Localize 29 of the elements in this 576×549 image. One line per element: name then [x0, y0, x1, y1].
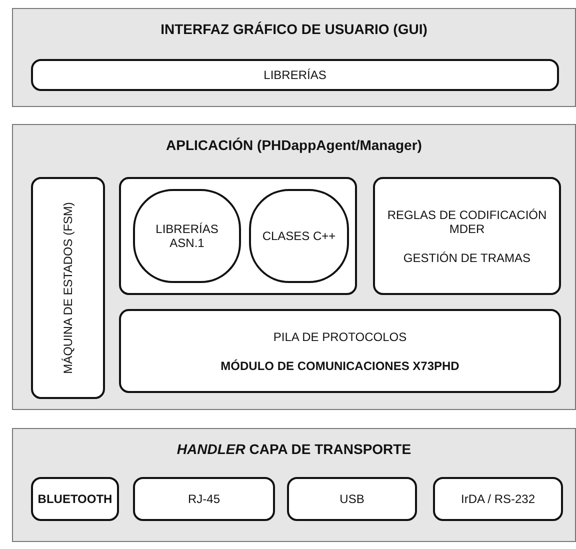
module-box: [31, 177, 105, 399]
module-label: LIBRERÍAS ASN.1: [154, 222, 220, 250]
container-box: [119, 177, 357, 295]
module-box: [133, 477, 275, 521]
module-label: CLASES C++: [262, 229, 336, 243]
module-label: USB: [340, 492, 364, 506]
module-label: LIBRERÍAS: [264, 68, 326, 82]
layer-panel: [12, 8, 576, 107]
rounded-module: [249, 189, 349, 283]
layer-title: INTERFAZ GRÁFICO DE USUARIO (GUI): [160, 21, 428, 37]
module-label: IrDA / RS-232: [460, 492, 536, 506]
layer-title: HANDLER CAPA DE TRANSPORTE: [176, 441, 412, 457]
module-box: [31, 59, 559, 91]
module-label: MÓDULO DE COMUNICACIONES X73PHD: [220, 358, 460, 372]
module-label: PILA DE PROTOCOLOS: [273, 330, 407, 344]
layer-panel: [12, 428, 576, 542]
rounded-module: [133, 189, 241, 283]
module-label: MÁQUINA DE ESTADOS (FSM): [61, 202, 75, 374]
module-box: [373, 177, 561, 295]
module-box: [119, 309, 561, 393]
module-label: RJ-45: [188, 492, 220, 506]
module-box: [287, 477, 417, 521]
module-box: [31, 477, 119, 521]
module-label: REGLAS DE CODIFICACIÓN MDER: [386, 208, 548, 236]
module-box: [433, 477, 563, 521]
module-label: BLUETOOTH: [38, 492, 112, 506]
layer-panel: [12, 124, 576, 410]
layer-title: APLICACIÓN (PHDappAgent/Manager): [165, 137, 423, 153]
module-label: GESTIÓN DE TRAMAS: [403, 250, 531, 264]
